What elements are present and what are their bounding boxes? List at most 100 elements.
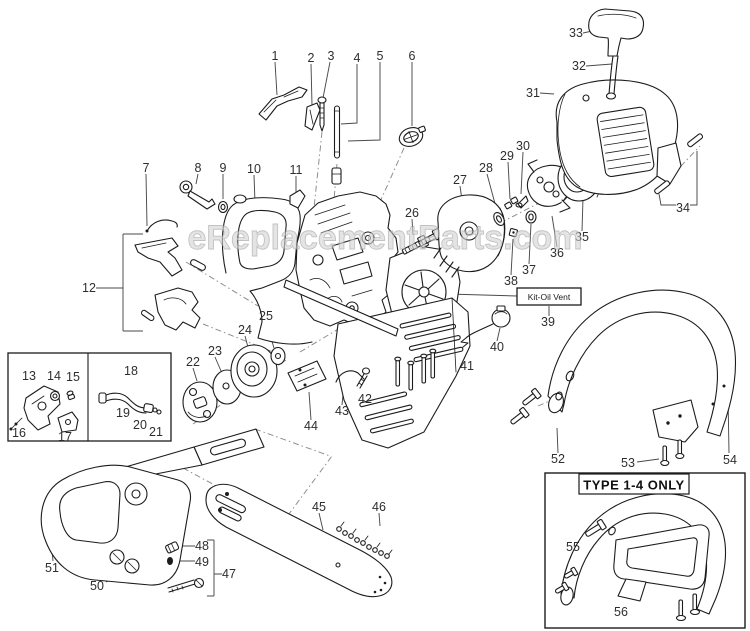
part-spring-wire <box>145 219 178 233</box>
handle-bolts <box>660 439 685 467</box>
part-bushing-5 <box>331 167 342 185</box>
watermark: eReplacementParts.com <box>188 219 583 257</box>
part-clip <box>304 102 321 131</box>
callout-9: 9 <box>220 161 227 175</box>
callout-44: 44 <box>304 419 318 433</box>
callout-12: 12 <box>82 281 96 295</box>
callout-23: 23 <box>208 344 222 358</box>
retainer-ring <box>525 210 537 224</box>
callout-47: 47 <box>222 567 236 581</box>
callout-1: 1 <box>272 49 279 63</box>
callout-33: 33 <box>569 26 583 40</box>
part-chain-catcher <box>258 86 308 121</box>
fuel-tank-housing <box>333 297 471 449</box>
callout-7: 7 <box>143 161 150 175</box>
callout-39: 39 <box>541 315 555 329</box>
callout-30: 30 <box>516 139 530 153</box>
bar-plate <box>287 360 327 392</box>
callout-22: 22 <box>186 355 200 369</box>
inset-box-carb-kit <box>7 352 172 442</box>
brace-rod <box>283 279 399 337</box>
type-box-text: TYPE 1-4 ONLY <box>583 478 684 493</box>
callout-40: 40 <box>490 340 504 354</box>
callout-50: 50 <box>90 579 104 593</box>
callout-45: 45 <box>312 500 326 514</box>
kit-oil-vent-label: Kit-Oil Vent <box>516 287 582 306</box>
callout-43: 43 <box>335 404 349 418</box>
part-grommet <box>217 200 229 214</box>
callout-19: 19 <box>116 406 130 420</box>
callout-53: 53 <box>621 456 635 470</box>
starter-housing <box>555 79 682 195</box>
front-handle <box>547 289 737 443</box>
kit-oil-vent-text: Kit-Oil Vent <box>528 292 571 302</box>
inset-box-type: TYPE 1-4 ONLY <box>544 472 746 629</box>
starter-rope <box>605 55 619 100</box>
tension-bolt <box>356 367 371 389</box>
callout-29: 29 <box>500 149 514 163</box>
callout-24: 24 <box>238 323 252 337</box>
callout-56: 56 <box>614 605 628 619</box>
guide-bar <box>205 483 393 598</box>
flywheel <box>433 194 506 278</box>
handle-screws <box>510 387 542 425</box>
callout-38: 38 <box>504 274 518 288</box>
callout-27: 27 <box>453 173 467 187</box>
saw-chain <box>336 521 393 559</box>
small-washer <box>270 346 286 366</box>
clutch-drum <box>230 344 278 398</box>
part-fuel-cap <box>398 125 426 147</box>
oil-seal <box>493 211 505 227</box>
callout-21: 21 <box>149 425 163 439</box>
callout-51: 51 <box>45 561 59 575</box>
callout-18: 18 <box>124 364 138 378</box>
brake-housing <box>40 446 203 586</box>
side-plate <box>193 428 265 466</box>
callout-52: 52 <box>551 452 565 466</box>
callout-35: 35 <box>575 230 589 244</box>
starter-grip <box>588 8 645 57</box>
oil-cap <box>460 305 511 348</box>
tension-hook <box>335 370 365 383</box>
cover-screw <box>167 577 205 593</box>
callout-17: 17 <box>58 430 72 444</box>
callout-42: 42 <box>358 392 372 406</box>
part-choke-rod <box>333 105 341 159</box>
callout-5: 5 <box>377 49 384 63</box>
callout-48: 48 <box>195 539 209 553</box>
callout-2: 2 <box>308 51 315 65</box>
callout-36: 36 <box>550 246 564 260</box>
callout-32: 32 <box>572 59 586 73</box>
callout-37: 37 <box>522 263 536 277</box>
callout-28: 28 <box>479 161 493 175</box>
callout-15: 15 <box>66 370 80 384</box>
part-screw-3 <box>317 96 327 132</box>
callout-14: 14 <box>47 369 61 383</box>
square-nut <box>508 228 518 238</box>
mount-studs <box>394 348 437 391</box>
starter-pins <box>654 133 704 195</box>
callout-46: 46 <box>372 500 386 514</box>
callout-25: 25 <box>259 309 273 323</box>
throttle-trigger <box>140 287 201 331</box>
callout-3: 3 <box>328 49 335 63</box>
callout-26: 26 <box>405 206 419 220</box>
callout-10: 10 <box>247 162 261 176</box>
callout-13: 13 <box>22 369 36 383</box>
callout-31: 31 <box>526 86 540 100</box>
callout-54: 54 <box>723 453 737 467</box>
spacer-nut <box>504 196 519 210</box>
callout-20: 20 <box>133 418 147 432</box>
callout-49: 49 <box>195 555 209 569</box>
callout-8: 8 <box>195 161 202 175</box>
cover-bolt <box>165 541 180 565</box>
part-throttle-rod <box>179 180 216 210</box>
callout-16: 16 <box>12 426 26 440</box>
callout-55: 55 <box>566 540 580 554</box>
throttle-lockout-lever <box>134 237 206 277</box>
clutch-assembly <box>182 381 218 423</box>
callout-34: 34 <box>676 201 690 215</box>
